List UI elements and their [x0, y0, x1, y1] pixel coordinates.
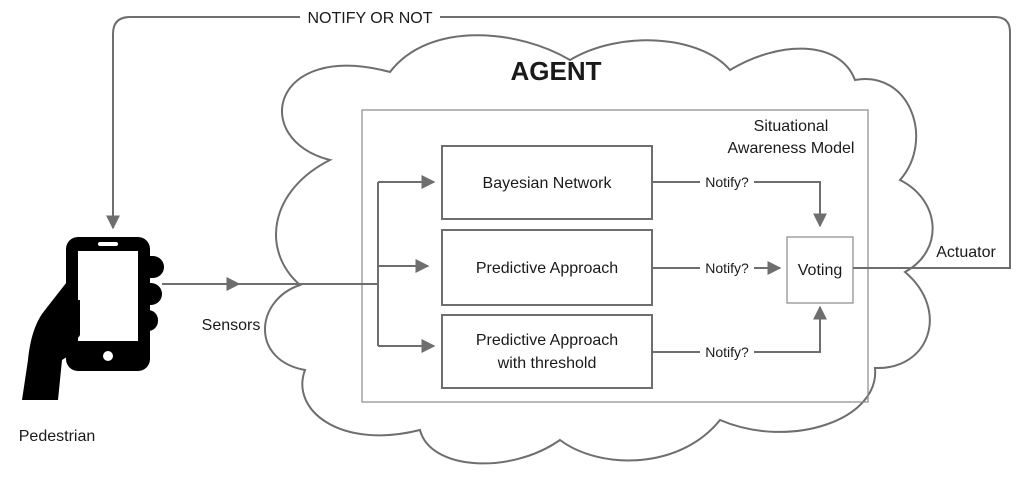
bayesian-network-box: [441, 145, 653, 220]
hand-holding-phone-icon: [22, 237, 164, 400]
notify-feedback-line: [106, 16, 300, 230]
actuator-label: Actuator: [936, 244, 996, 261]
sensors-label: Sensors: [202, 317, 261, 334]
predictive-approach-label: Predictive Approach: [476, 260, 618, 277]
predictive-threshold-label-line1: Predictive Approach: [476, 332, 618, 349]
actuator-line: [853, 32, 1011, 269]
bayesian-notify-arrow: [754, 181, 827, 228]
predictive-approach-box: [441, 229, 653, 306]
agent-cloud-outline: [264, 34, 934, 465]
threshold-notify-arrow: [754, 305, 827, 353]
sam-label-line1: Situational: [754, 118, 829, 135]
agent-title: AGENT: [511, 56, 602, 86]
sam-label-line2: Awareness Model: [728, 140, 855, 157]
pedestrian-label: Pedestrian: [19, 428, 96, 445]
situational-awareness-model-box: [361, 109, 869, 403]
voting-box: [786, 236, 854, 304]
notify-feedback-line-right: [440, 16, 1011, 33]
voting-label: Voting: [798, 262, 842, 279]
predictive-notify-label: Notify?: [705, 260, 749, 276]
predictive-threshold-box: [441, 314, 653, 389]
notify-or-not-label: NOTIFY OR NOT: [307, 10, 432, 27]
bayesian-network-label: Bayesian Network: [483, 175, 613, 192]
threshold-notify-label: Notify?: [705, 344, 749, 360]
bayesian-notify-label: Notify?: [705, 174, 749, 190]
predictive-threshold-label-line2: with threshold: [497, 355, 597, 372]
